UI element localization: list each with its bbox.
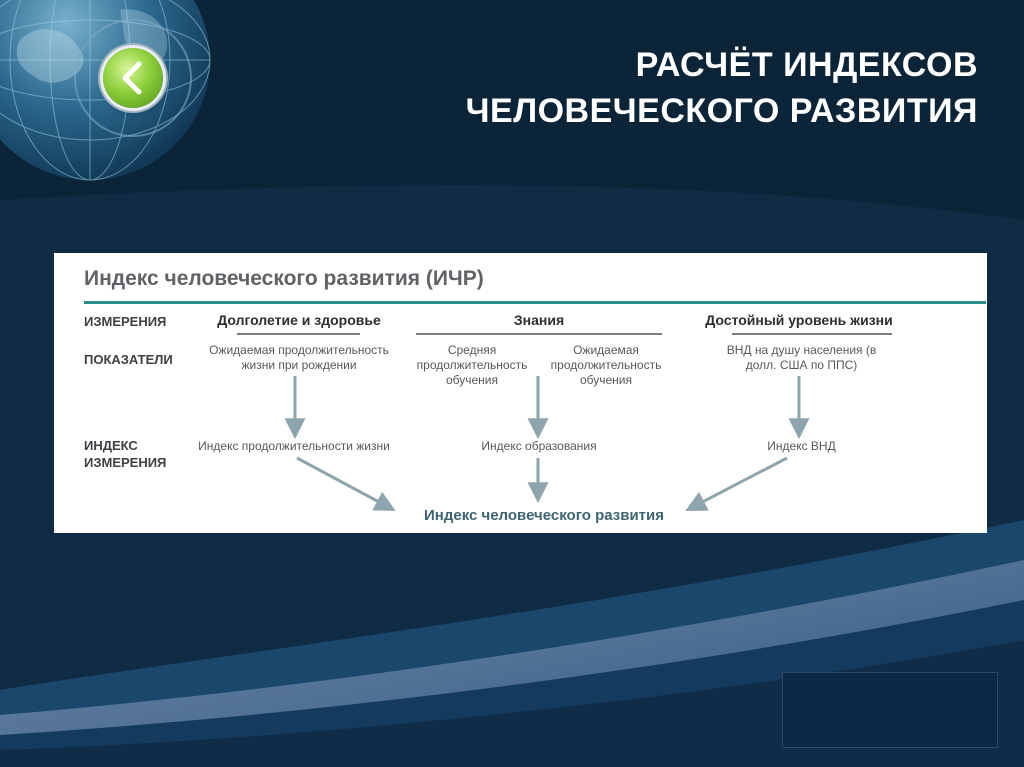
footer-placeholder-box xyxy=(782,672,998,748)
indicator-life-expectancy: Ожидаемая продолжительность жизни при ро… xyxy=(209,343,389,372)
globe-graphic xyxy=(0,0,211,181)
dimension-living-standard: Достойный уровень жизни xyxy=(705,312,893,328)
row-label-index-line1: ИНДЕКС xyxy=(84,438,138,453)
row-label-dimensions: ИЗМЕРЕНИЯ xyxy=(84,314,167,329)
back-button[interactable] xyxy=(103,48,163,108)
slide-title: РАСЧЁТ ИНДЕКСОВ ЧЕЛОВЕЧЕСКОГО РАЗВИТИЯ xyxy=(378,42,978,134)
slide-title-line-1: РАСЧЁТ ИНДЕКСОВ xyxy=(635,46,978,84)
diagram-arrows xyxy=(237,333,892,511)
dimension-health: Долголетие и здоровье xyxy=(217,312,381,328)
dimension-knowledge: Знания xyxy=(513,312,565,328)
indicator-gni: ВНД на душу населения (в долл. США по ПП… xyxy=(726,343,877,372)
indicator-expected-schooling: Ожидаемая продолжительность обучения xyxy=(550,343,662,387)
row-label-index-line2: ИЗМЕРЕНИЯ xyxy=(84,455,167,470)
row-label-indicators: ПОКАЗАТЕЛИ xyxy=(84,352,173,367)
hdi-diagram-panel: Индекс человеческого развития (ИЧР) ИЗМЕ… xyxy=(54,253,987,533)
title-divider xyxy=(84,301,986,304)
index-life: Индекс продолжительности жизни xyxy=(198,439,390,453)
index-income: Индекс ВНД xyxy=(767,439,836,453)
chevron-left-icon xyxy=(122,61,142,95)
indicator-mean-schooling: Средняя продолжительность обучения xyxy=(416,343,528,387)
arrow-income-index-to-hdi xyxy=(685,456,788,511)
diagram-title: Индекс человеческого развития (ИЧР) xyxy=(84,267,484,290)
index-education: Индекс образования xyxy=(481,439,597,453)
arrow-life-index-to-hdi xyxy=(296,456,396,511)
result-hdi: Индекс человеческого развития xyxy=(423,507,664,524)
slide-title-line-2: ЧЕЛОВЕЧЕСКОГО РАЗВИТИЯ xyxy=(465,92,978,130)
